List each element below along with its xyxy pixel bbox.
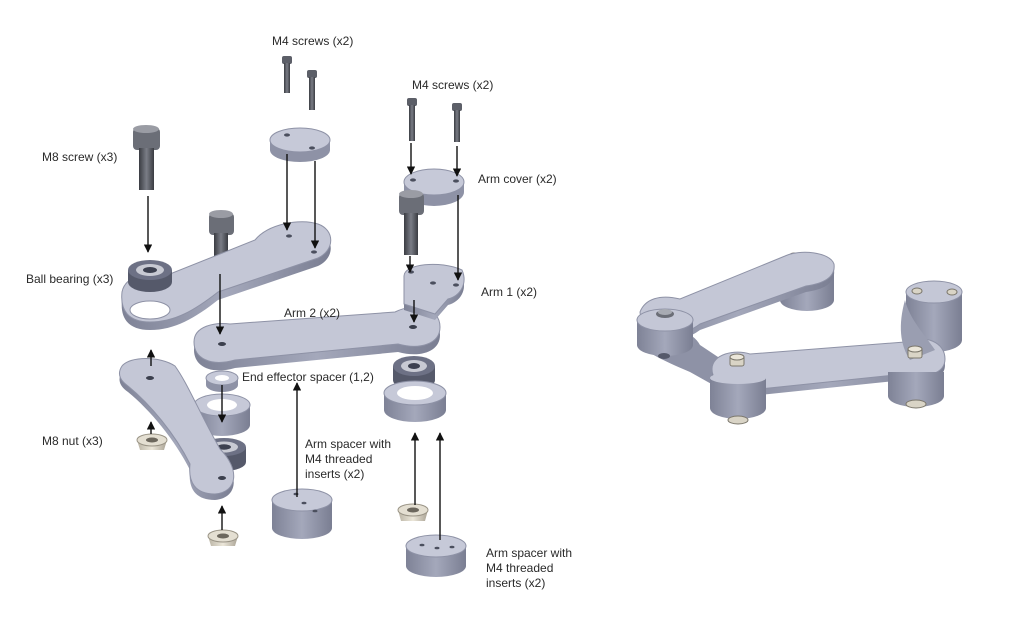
m8-screw-right: [399, 190, 424, 255]
spacer-ring-right: [383, 380, 447, 422]
m8-nut-left: [136, 433, 168, 450]
arm-2-long: [193, 306, 441, 371]
end-effector-spacer: [205, 370, 239, 392]
arm-2-upper: [121, 221, 332, 330]
label-line: Arm spacer with: [486, 546, 573, 560]
m8-screw-left: [133, 125, 160, 190]
m4-screws-right: [407, 98, 462, 142]
arm-lower-left: [119, 358, 235, 500]
label-arm-1: Arm 1 (x2): [481, 285, 538, 299]
label-arm-2: Arm 2 (x2): [284, 306, 341, 320]
arm-1: [403, 263, 465, 320]
label-arm-spacer-right: Arm spacer with M4 threaded inserts (x2): [486, 546, 596, 591]
top-cover-disc: [269, 127, 331, 162]
m8-nut-bottom: [207, 529, 239, 546]
label-end-effector-spacer: End effector spacer (1,2): [242, 370, 374, 384]
ball-bearing-right: [393, 356, 435, 390]
label-m8-nut: M8 nut (x3): [42, 434, 103, 448]
label-arm-spacer-center: Arm spacer with M4 threaded inserts (x2): [305, 437, 415, 482]
label-m8-screw: M8 screw (x3): [42, 150, 118, 164]
label-line: Arm spacer with: [305, 437, 392, 451]
assembly-arrows: [143, 143, 463, 540]
m8-nut-right: [397, 503, 429, 521]
m4-screws-top: [282, 56, 317, 110]
label-line: inserts (x2): [305, 467, 365, 481]
ball-bearing-upper: [128, 260, 172, 292]
arm-spacer-right: [405, 534, 467, 577]
label-line: M4 threaded: [486, 561, 554, 575]
label-ball-bearing: Ball bearing (x3): [26, 272, 114, 286]
label-line: M4 threaded: [305, 452, 373, 466]
label-m4-screws-top: M4 screws (x2): [272, 34, 354, 48]
label-line: inserts (x2): [486, 576, 546, 590]
label-arm-cover: Arm cover (x2): [478, 172, 557, 186]
assembled-view: [636, 251, 963, 425]
arm-spacer-center: [271, 488, 333, 539]
label-m4-screws-right: M4 screws (x2): [412, 78, 494, 92]
